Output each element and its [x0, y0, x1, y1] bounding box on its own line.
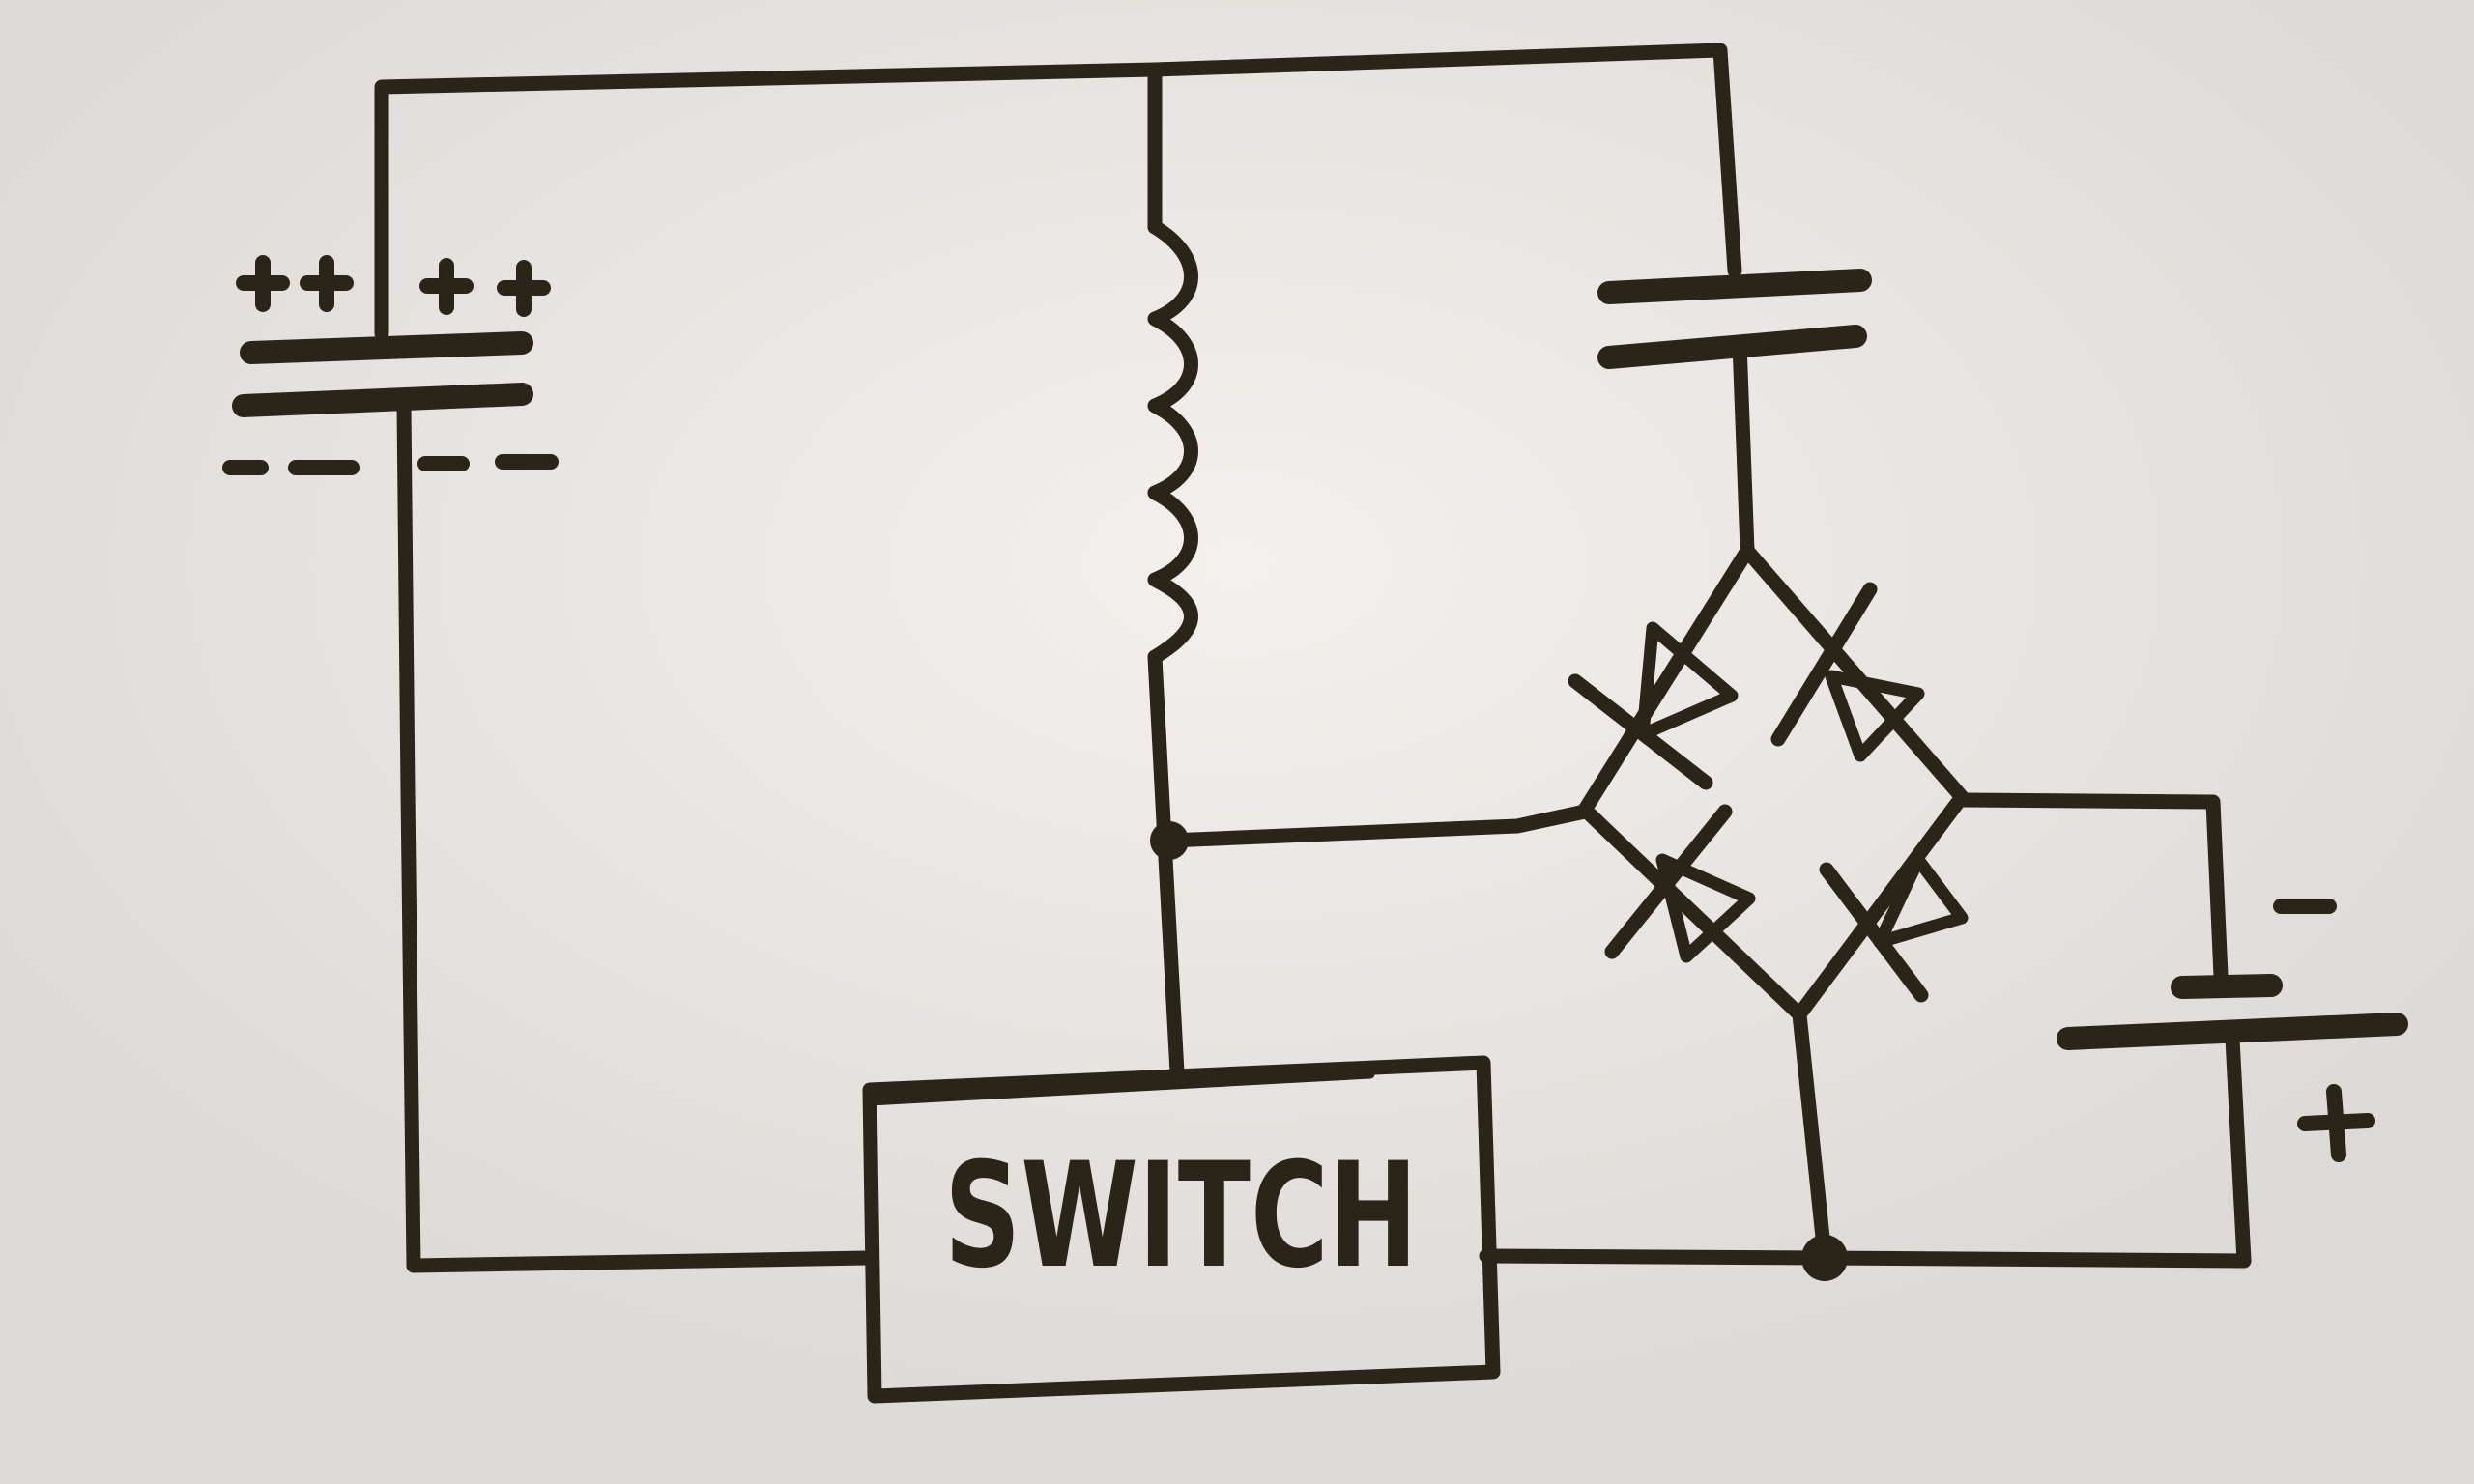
battery-short-plate [2171, 974, 2283, 999]
capacitor-left-top-plate [240, 331, 533, 364]
switch-box [862, 1055, 1501, 1404]
left-wire [396, 398, 877, 1273]
inductor [1147, 219, 1198, 665]
mid-wire [1162, 804, 1593, 848]
capacitor-right-top-plate [1597, 269, 1872, 304]
capacitor-right-bottom-plate [1597, 325, 1867, 369]
capacitor-right-lead [1732, 335, 1755, 558]
switch-box-shadow [865, 1070, 1375, 1106]
switch: SWITCH [862, 1055, 1501, 1404]
diode-upper-left [1568, 621, 1739, 790]
switch-label: SWITCH [944, 1132, 1418, 1300]
ink-strokes: SWITCH [222, 43, 2408, 1404]
bottom-right-wire [1479, 1248, 2252, 1269]
battery [2057, 899, 2408, 1269]
bridge-bottom-lead [1792, 1007, 1832, 1264]
negative-charge-marks [222, 454, 559, 475]
capacitor-top-right [1597, 269, 1872, 558]
positive-charge-marks [236, 255, 551, 317]
capacitor-left-bottom-plate [232, 383, 533, 417]
battery-bottom-lead [2225, 1031, 2252, 1269]
bridge-right-wire [1954, 792, 2229, 984]
diode-upper-right [1770, 582, 1925, 762]
diode-lower-right [1819, 853, 1969, 1003]
battery-plus-mark [2297, 1084, 2375, 1162]
capacitor-left [222, 255, 559, 475]
diode-lower-left [1604, 804, 1756, 963]
